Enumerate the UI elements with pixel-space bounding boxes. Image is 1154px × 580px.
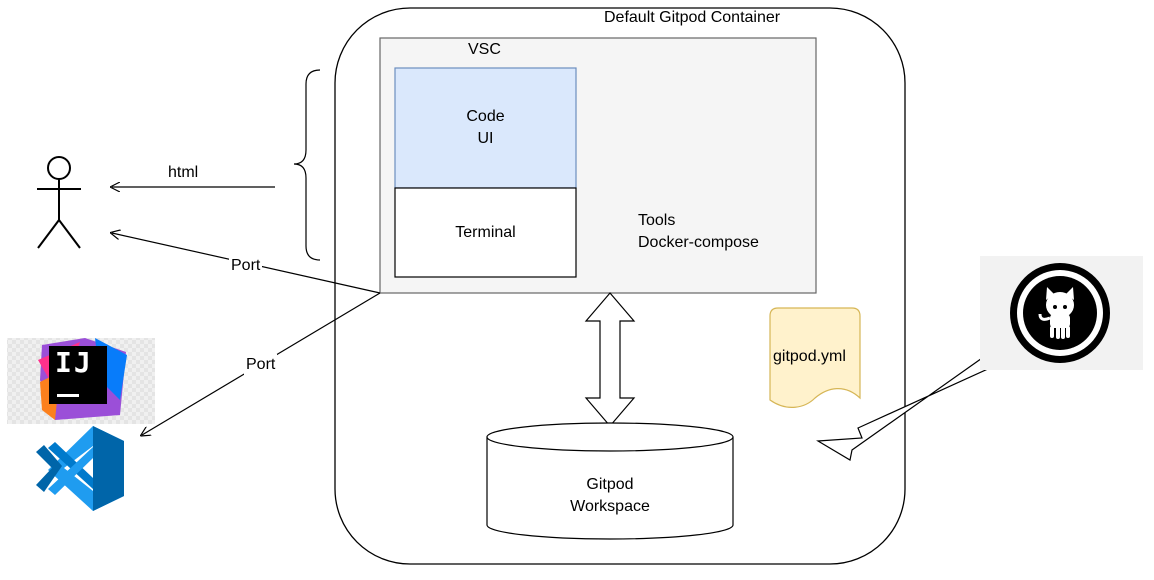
intellij-logo-text: IJ xyxy=(55,346,93,379)
vsc-title: VSC xyxy=(468,41,501,58)
gitpod-yml-label: gitpod.yml xyxy=(773,348,846,365)
workspace-label: Gitpod Workspace xyxy=(487,474,733,518)
port-label-ide: Port xyxy=(244,354,278,376)
user-actor-icon xyxy=(37,156,81,249)
curly-brace xyxy=(293,69,321,261)
tools-line1: Tools xyxy=(638,212,676,229)
tools-line2: Docker-compose xyxy=(638,234,759,251)
gitpod-yml-note xyxy=(769,307,861,408)
vscode-logo-icon xyxy=(36,426,124,511)
workspace-cylinder xyxy=(486,422,734,540)
code-ui-label: Code UI xyxy=(395,106,576,150)
code-ui-box xyxy=(394,67,577,189)
port-label-user: Port xyxy=(229,255,263,277)
intellij-logo-icon xyxy=(7,338,155,424)
html-arrow-label: html xyxy=(168,164,199,181)
terminal-box xyxy=(394,187,577,278)
code-ui-line1: Code xyxy=(466,108,505,125)
terminal-label: Terminal xyxy=(455,224,516,241)
container-title: Default Gitpod Container xyxy=(604,9,781,26)
workspace-line2: Workspace xyxy=(570,498,650,515)
workspace-line1: Gitpod xyxy=(586,476,634,493)
code-ui-line2: UI xyxy=(477,130,494,147)
tools-label: Tools Docker-compose xyxy=(638,210,759,254)
github-logo-icon xyxy=(980,256,1143,370)
